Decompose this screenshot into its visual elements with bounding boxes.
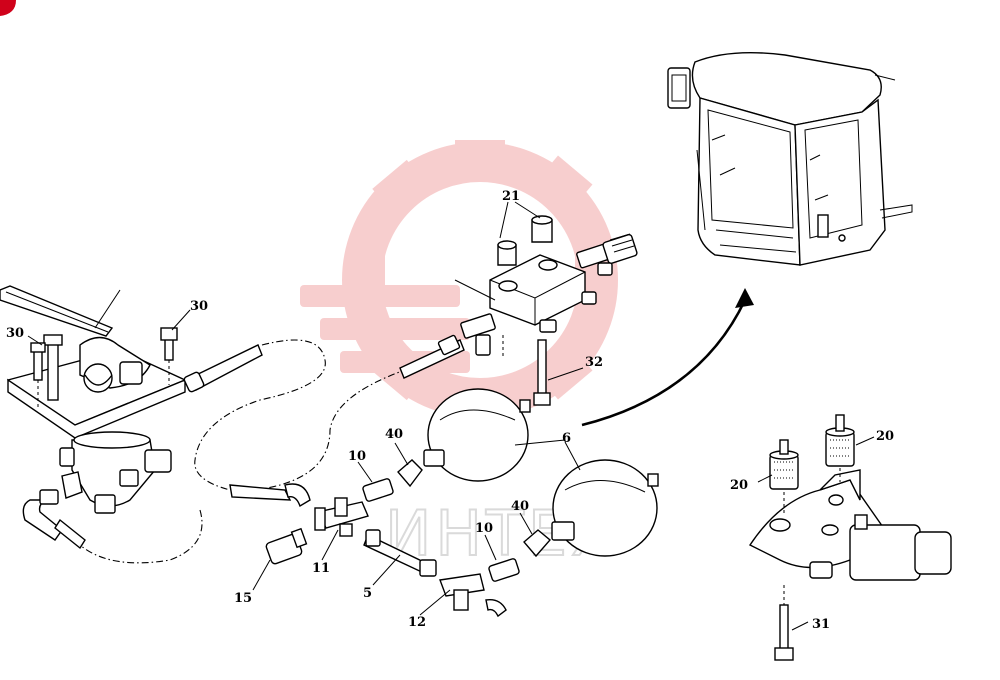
- hose-fitting: [229, 483, 311, 508]
- bolt-31: [774, 585, 794, 661]
- tube-5: [363, 529, 437, 577]
- callout-10-right: 10: [475, 521, 493, 536]
- callout-30-left: 30: [6, 326, 24, 341]
- seal-washer-40-right: [523, 529, 551, 558]
- callout-labels: 30 30 21 32 6 40 10 40 10 11 5 12 15 20 …: [6, 189, 894, 632]
- assembly-arrow: [581, 288, 754, 427]
- tee-12: [439, 573, 507, 618]
- leader-lines: [27, 201, 875, 631]
- callout-15: 15: [234, 591, 252, 606]
- brake-pedal-valve-assembly: [0, 285, 263, 550]
- callout-40-left: 40: [385, 427, 403, 442]
- bolt-32: [533, 339, 551, 406]
- callout-32: 32: [585, 355, 603, 370]
- callout-6: 6: [562, 431, 571, 446]
- pressure-switch-15: [265, 527, 308, 565]
- filter-20-right: [825, 414, 855, 482]
- nipple-10-right: [488, 558, 520, 582]
- operator-cab: [667, 51, 913, 266]
- callout-40-right: 40: [511, 499, 529, 514]
- callout-12: 12: [408, 615, 426, 630]
- callout-20-right: 20: [876, 429, 894, 444]
- accumulator-upper: [423, 388, 531, 482]
- brake-valve-assembly-right: [748, 469, 952, 581]
- control-valve-block: [399, 215, 638, 379]
- callout-10-left: 10: [348, 449, 366, 464]
- hydraulic-line-path: [79, 339, 406, 564]
- nipple-10-left: [362, 478, 394, 502]
- callout-31: 31: [812, 617, 830, 632]
- corner-badge: [0, 0, 16, 16]
- cross-tee-11: [314, 497, 369, 537]
- callout-30-right: 30: [190, 299, 208, 314]
- accumulator-lower: [551, 459, 659, 557]
- callout-5: 5: [363, 586, 372, 601]
- callout-11: 11: [312, 561, 330, 576]
- filter-20-left: [769, 439, 799, 515]
- seal-washer-40-left: [397, 459, 423, 488]
- callout-21: 21: [502, 189, 520, 204]
- callout-20-left: 20: [730, 478, 748, 493]
